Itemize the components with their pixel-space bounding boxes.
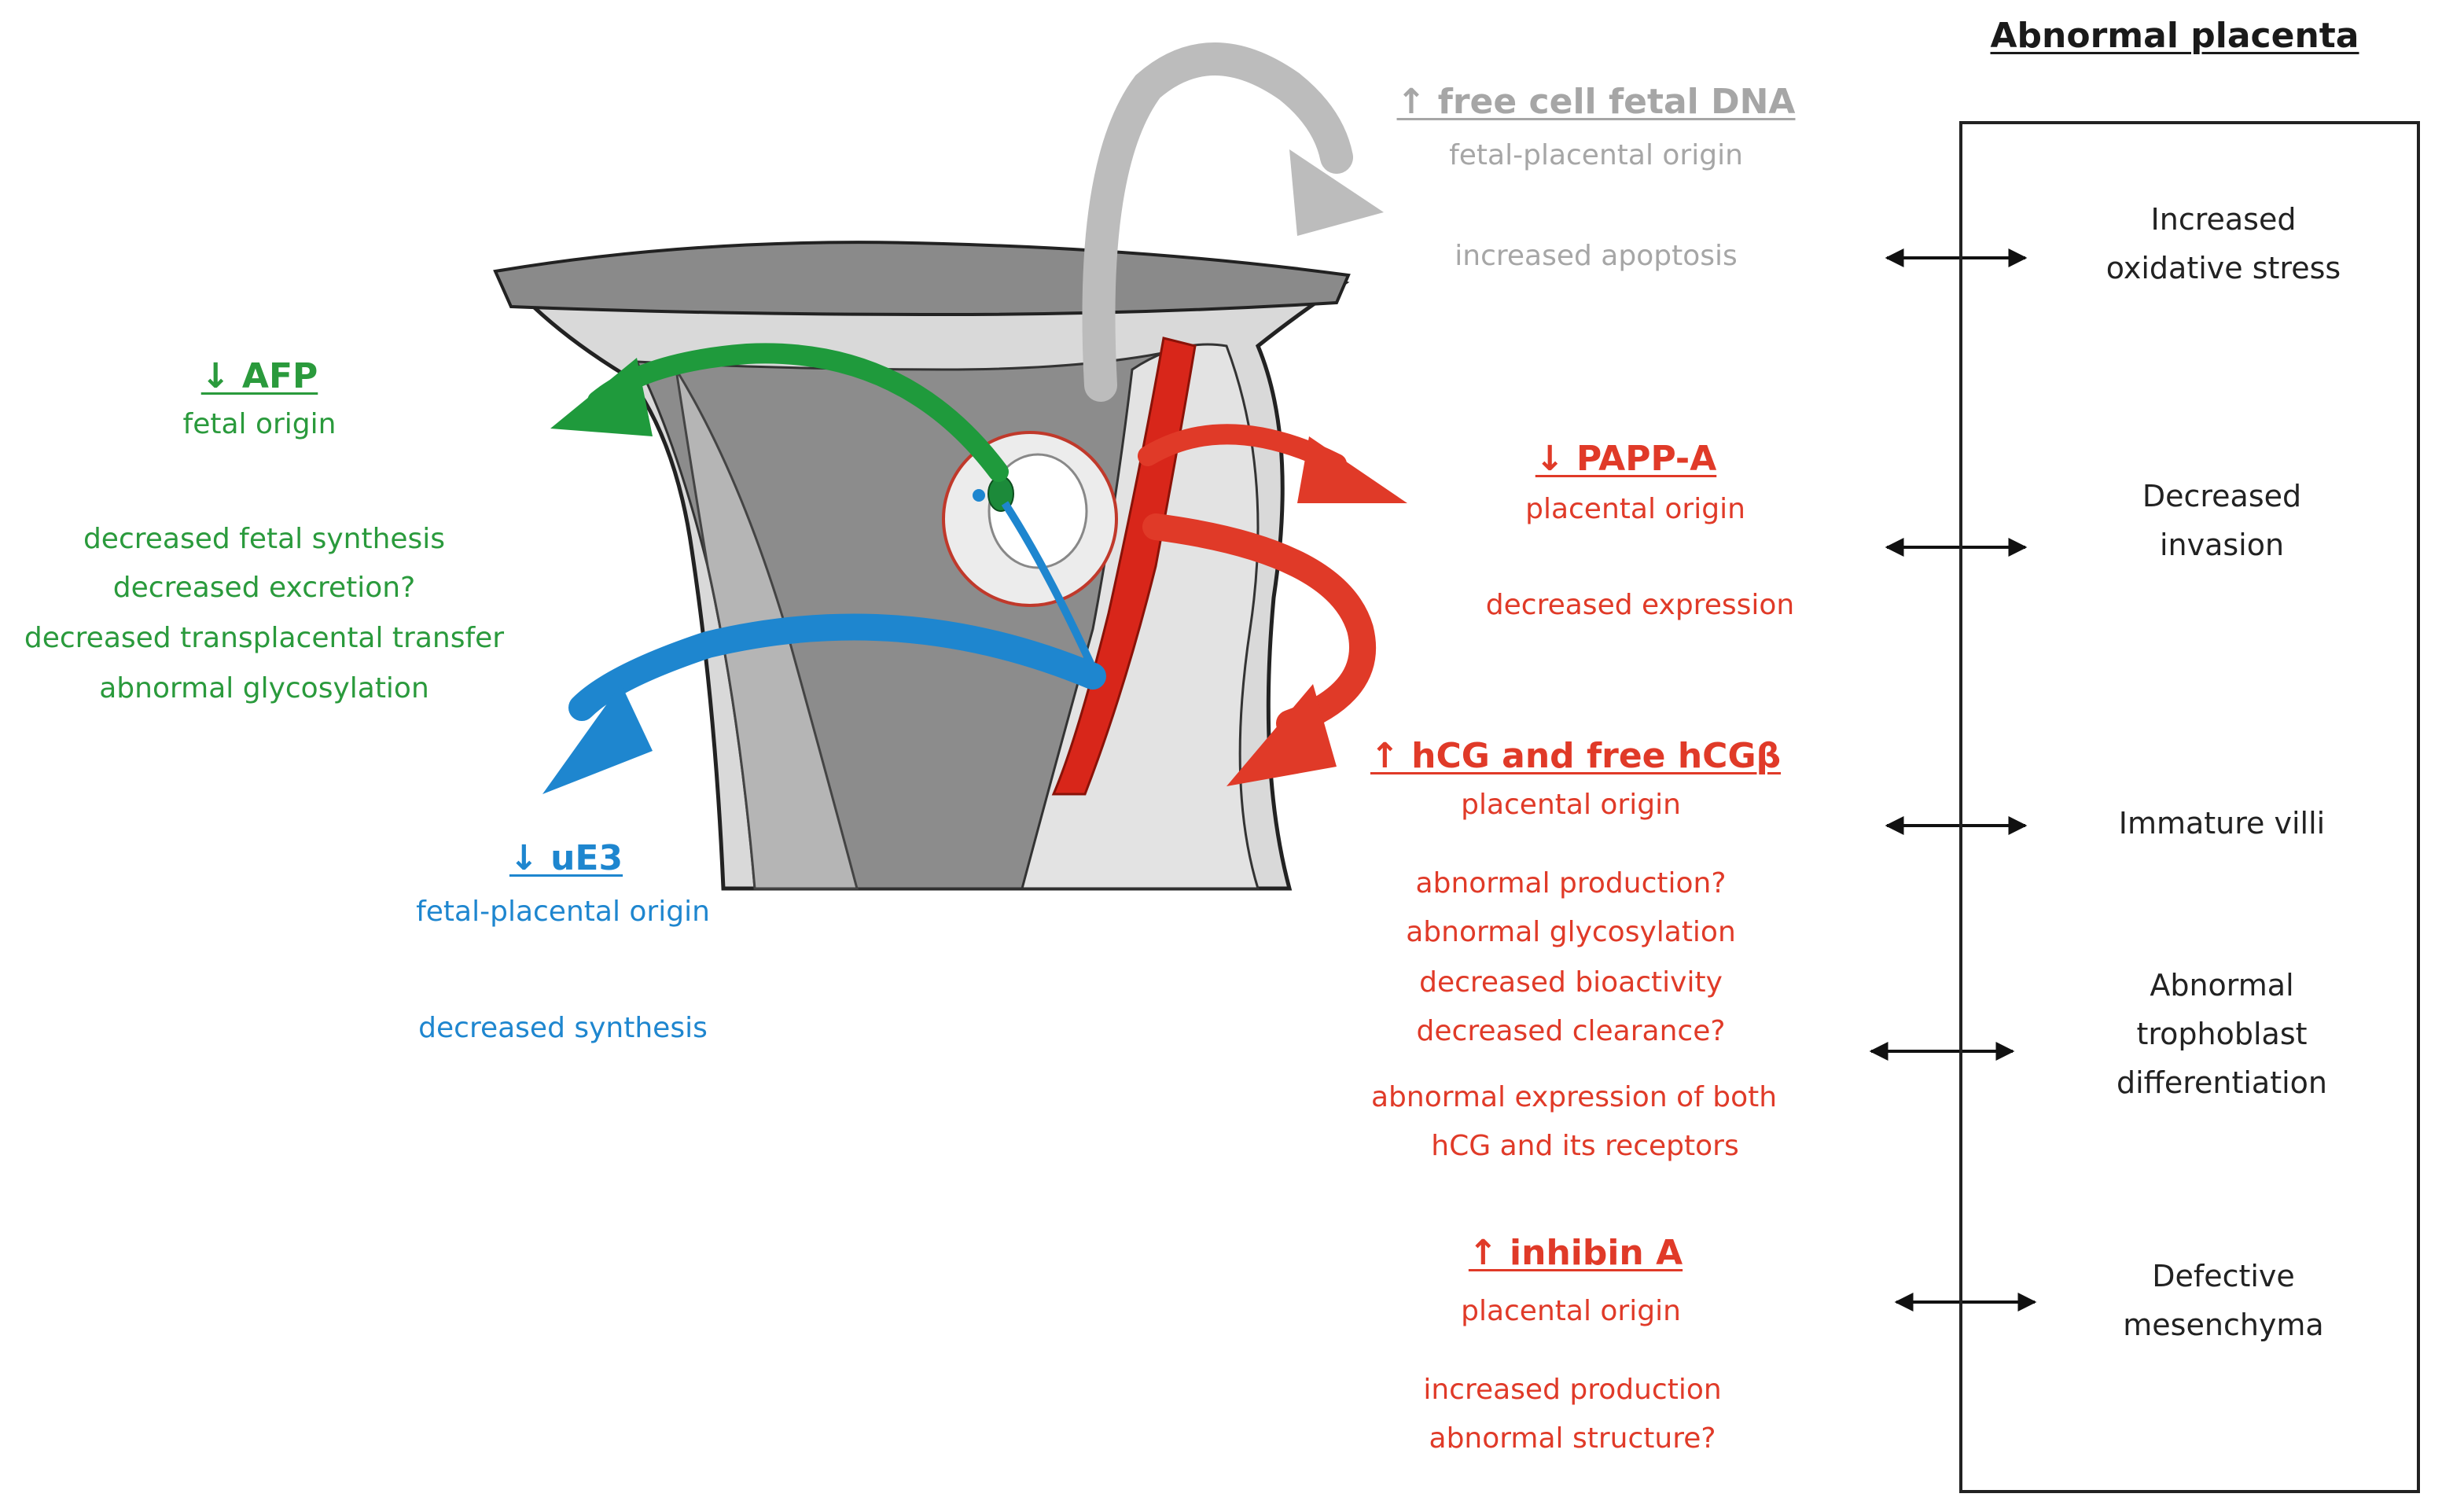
pappa-origin: placental origin (1525, 493, 1745, 525)
dna-note: increased apoptosis (1455, 240, 1738, 272)
dna-origin: fetal-placental origin (1449, 139, 1743, 171)
afp-note: decreased fetal synthesis (83, 523, 446, 555)
inhibin-origin: placental origin (1461, 1295, 1681, 1327)
ue3-title: ↓ uE3 (509, 838, 623, 878)
dna-title: ↑ free cell fetal DNA (1396, 82, 1796, 122)
box-item-immature-villi: Immature villi (2118, 806, 2326, 841)
uterus-rim (493, 241, 1351, 317)
inhibin-title: ↑ inhibin A (1468, 1233, 1683, 1273)
pappa-note: decreased expression (1485, 589, 1795, 621)
hcg-note: decreased clearance? (1416, 1015, 1726, 1047)
abnormal-placenta-box (1959, 121, 2420, 1493)
inhibin-note: increased production (1423, 1374, 1722, 1406)
ue3-note: decreased synthesis (418, 1012, 708, 1044)
inhibin-note: abnormal structure? (1429, 1422, 1716, 1455)
pappa-title: ↓ PAPP-A (1535, 439, 1717, 479)
hcg-arrow (1142, 513, 1377, 737)
dna-arrow (1082, 42, 1353, 402)
afp-note: decreased transplacental transfer (24, 622, 505, 654)
ue3-arrow-head (542, 684, 653, 794)
afp-arrow-head (550, 358, 653, 436)
hcg-title: ↑ hCG and free hCGβ (1370, 736, 1782, 776)
hcg-note: abnormal production? (1415, 867, 1727, 899)
hcg-note: hCG and its receptors (1431, 1130, 1739, 1162)
hcg-arrow-head (1227, 684, 1337, 786)
dna-arrow-head (1289, 149, 1384, 236)
ue3-arrow-stem (1001, 501, 1097, 671)
afp-origin: fetal origin (182, 408, 337, 440)
pappa-arrow-head (1297, 436, 1407, 503)
fetus (987, 453, 1088, 569)
afp-note: decreased excretion? (112, 572, 416, 604)
hcg-origin: placental origin (1461, 789, 1681, 821)
afp-title: ↓ AFP (200, 356, 318, 396)
hcg-note: decreased bioactivity (1419, 966, 1723, 999)
ue3-origin: fetal-placental origin (416, 896, 710, 928)
hcg-note: abnormal expression of both (1370, 1081, 1778, 1113)
hcg-note: abnormal glycosylation (1406, 916, 1736, 948)
afp-note: abnormal glycosylation (99, 672, 429, 704)
ue3-arrow (568, 613, 1106, 721)
fetal-dot (973, 489, 985, 502)
abnormal-placenta-title: Abnormal placenta (1990, 16, 2359, 56)
